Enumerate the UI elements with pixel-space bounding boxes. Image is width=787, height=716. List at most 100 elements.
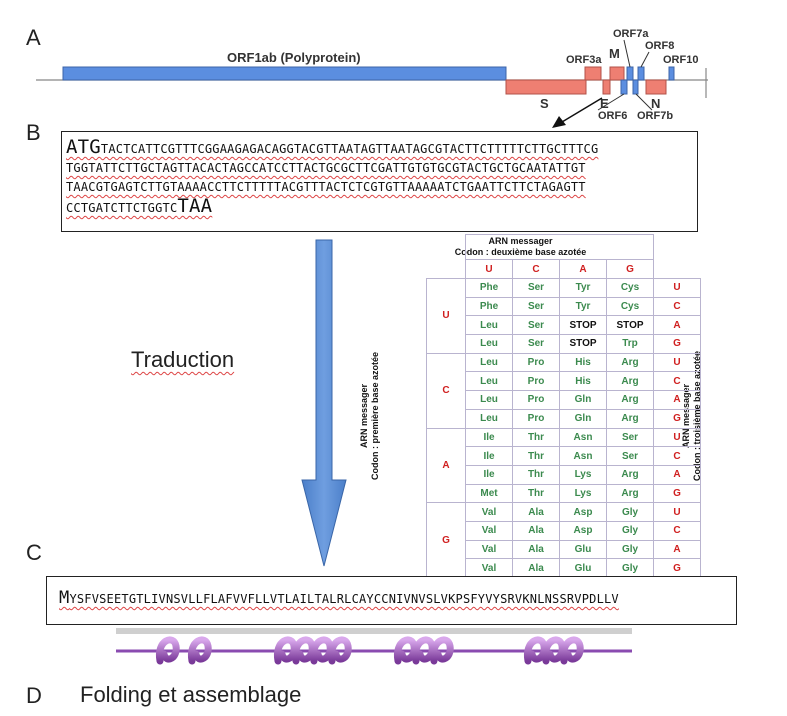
amino-acid-cell: Pro [512,371,560,392]
amino-acid-cell: Val [465,502,513,522]
orf7b-label: ORF7b [637,110,674,122]
left-label-line-2: Codon : première base azotée [370,351,380,481]
amino-acid-cell: Gly [606,539,654,560]
amino-acid-cell: Thr [512,446,560,466]
amino-acid-cell: Phe [465,278,513,298]
amino-acid-cell: Leu [465,315,513,336]
translation-label: Traduction [131,347,235,372]
amino-acid-cell: Ser [512,296,560,317]
orf10-bar [668,66,675,81]
orf7a-label: ORF7a [613,28,649,40]
panel-letter-d: D [26,683,42,708]
amino-acid-cell: Arg [606,371,654,392]
amino-acid-cell: Asn [559,427,607,448]
amino-acid-cell: Tyr [559,296,607,317]
orf3a-bar [584,66,602,81]
third-base-cell: C [653,296,701,317]
amino-acid-cell: Val [465,558,513,578]
amino-acid-cell: Ile [465,427,513,448]
e-gene-bar [602,79,611,95]
folded-protein-helix [116,628,632,665]
sequence-line-3: TAACGTGAGTCTTGTAAAACCTTCTTTTTACGTTTACTCT… [66,180,586,194]
pointer-line [561,97,603,123]
n-label: N [651,96,661,111]
second-base-c: C [512,259,560,279]
amino-acid-cell: Ser [512,278,560,298]
third-base-cell: G [653,408,701,429]
amino-acid-cell: Glu [559,558,607,578]
protein-sequence-rest: YSFVSEETGTLIVNSVLLFLAFVVFLLVTLAILTALRLCA… [69,592,619,606]
third-base-cell: C [653,446,701,466]
m-label: M [609,46,620,61]
amino-acid-cell: Asp [559,520,607,541]
amino-acid-cell: Thr [512,483,560,504]
amino-acid-cell: STOP [559,315,607,336]
panel-letter-b: B [26,120,41,145]
amino-acid-cell: Pro [512,352,560,373]
third-base-cell: U [653,278,701,298]
amino-acid-cell: Ala [512,558,560,578]
amino-acid-cell: Leu [465,371,513,392]
first-base-c: C [426,352,466,429]
amino-acid-cell: Arg [606,483,654,504]
nucleotide-sequence-box: ATGTACTCATTCGTTTCGGAAGAGACAGGTACGTTAATAG… [61,131,698,232]
amino-acid-cell: Val [465,539,513,560]
amino-acid-cell: Ser [512,315,560,336]
amino-acid-cell: STOP [559,334,607,354]
amino-acid-cell: Ala [512,520,560,541]
amino-acid-cell: Trp [606,334,654,354]
amino-acid-cell: Met [465,483,513,504]
amino-acid-cell: Tyr [559,278,607,298]
amino-acid-cell: Ile [465,446,513,466]
start-codon: ATG [66,136,101,158]
stop-codon: TAA [177,195,213,217]
left-label-line-1: ARN messager [359,383,369,449]
orf7b-bar [632,79,639,95]
protein-sequence-box: MYSFVSEETGTLIVNSVLLFLAFVVFLLVTLAILTALRLC… [46,576,737,625]
genome-map [36,39,708,128]
amino-acid-cell: Lys [559,464,607,485]
orf7a-bar [626,66,634,81]
m-gene-bar [609,66,625,81]
amino-acid-cell: Gln [559,408,607,429]
sequence-line-4: CCTGATCTTCTGGTCTAA [66,197,697,218]
amino-acid-cell: Lys [559,483,607,504]
amino-acid-cell: STOP [606,315,654,336]
third-base-cell: C [653,371,701,392]
third-base-cell: G [653,334,701,354]
third-base-cell: G [653,558,701,578]
helix-coil [155,636,180,665]
e-label: E [600,96,609,111]
amino-acid-cell: Arg [606,390,654,410]
translation-arrow [301,239,347,567]
amino-acid-cell: His [559,371,607,392]
sequence-line-1: ATGTACTCATTCGTTTCGGAAGAGACAGGTACGTTAATAG… [66,138,697,159]
third-base-cell: A [653,390,701,410]
first-base-u: U [426,278,466,354]
amino-acid-cell: Leu [465,352,513,373]
helix-coil [429,636,454,665]
amino-acid-cell: Pro [512,408,560,429]
amino-acid-cell: Phe [465,296,513,317]
s-label: S [540,96,549,111]
first-base-a: A [426,427,466,504]
amino-acid-cell: Leu [465,390,513,410]
third-base-cell: U [653,502,701,522]
amino-acid-cell: Leu [465,334,513,354]
amino-acid-cell: Leu [465,408,513,429]
amino-acid-cell: Asp [559,502,607,522]
helix-coil [327,636,352,665]
amino-acid-cell: Asn [559,446,607,466]
amino-acid-cell: Arg [606,464,654,485]
third-base-cell: A [653,464,701,485]
amino-acid-cell: Thr [512,427,560,448]
helix-coil [559,636,584,665]
sequence-line-2: TGGTATTCTTGCTAGTTACACTAGCCATCCTTACTGCGCT… [66,161,586,175]
amino-acid-cell: Arg [606,352,654,373]
amino-acid-cell: Val [465,520,513,541]
